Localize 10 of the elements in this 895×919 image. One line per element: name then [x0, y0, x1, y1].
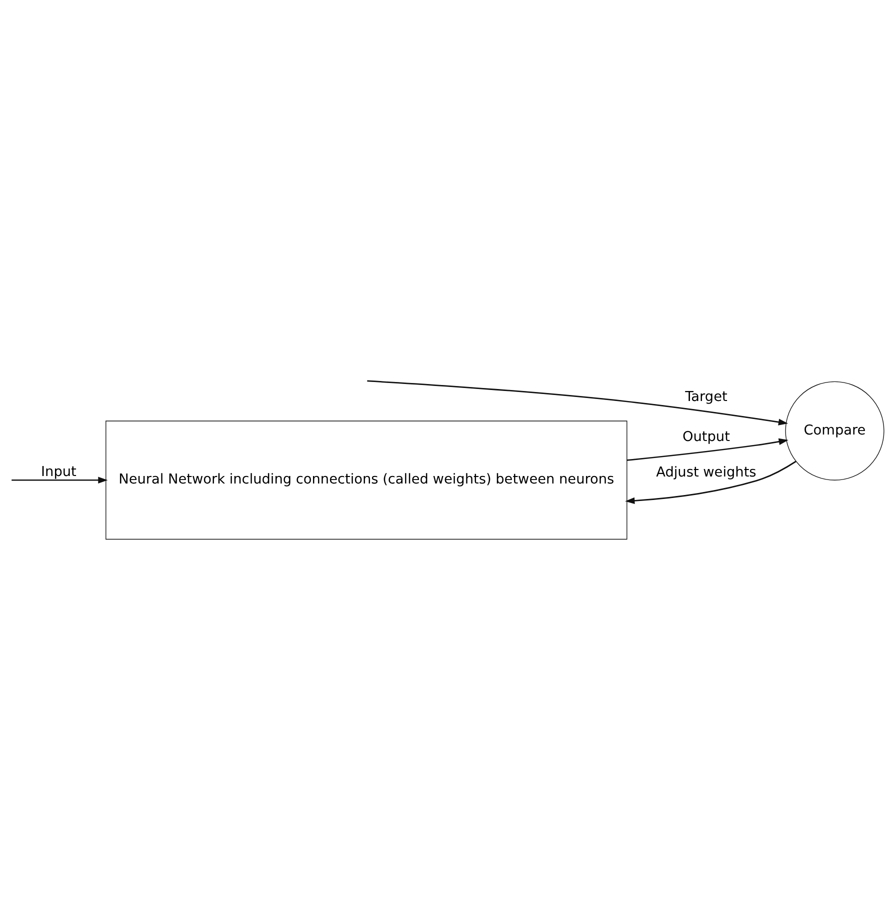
edge-label: Input	[41, 464, 76, 480]
edge-label: Output	[682, 428, 730, 445]
edge-label: Adjust weights	[656, 464, 756, 480]
arrow	[367, 380, 788, 425]
arrow	[12, 476, 108, 483]
node-circle: Compare	[785, 380, 884, 480]
node-box: Neural Network including connections (called weights) between neurons	[106, 420, 628, 540]
edge-label: Target	[685, 388, 728, 404]
arrow	[626, 438, 788, 460]
arrow	[625, 460, 796, 504]
